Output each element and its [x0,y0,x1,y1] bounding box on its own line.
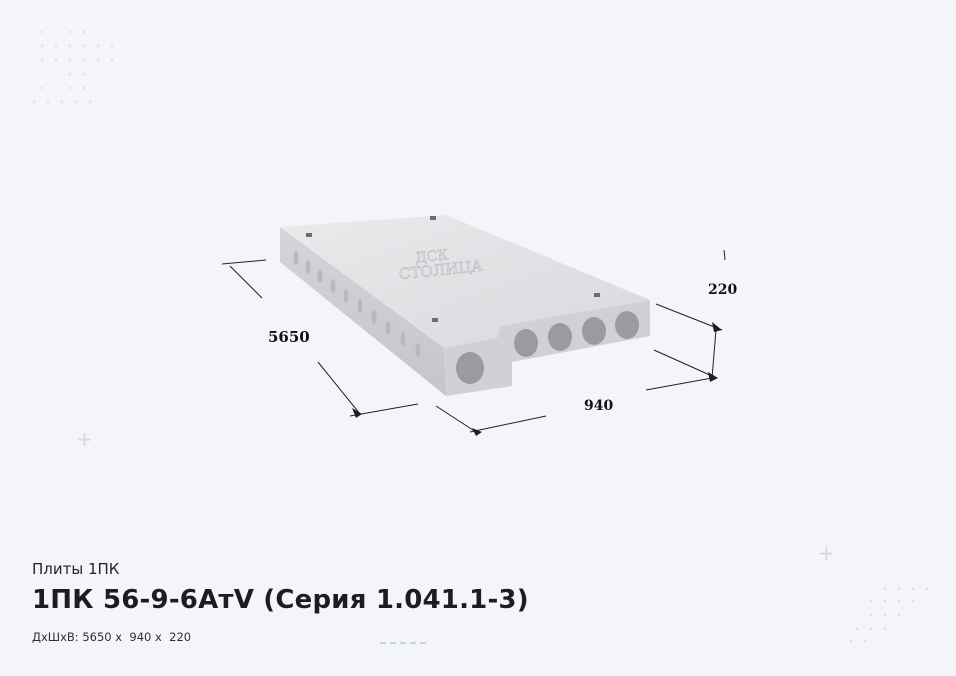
dimension-separator: x [155,630,162,644]
dimension-separator: x [115,630,123,644]
plus-icon: + [818,541,835,565]
product-title[interactable]: 1ПК 56-9-6АтV (Серия 1.041.1-3) [32,585,529,615]
width-dimension-label: 940 [584,398,613,414]
side-slots [293,251,421,357]
product-dimensions: ДхШхВ: 5650 x 940 x 220 [32,630,191,644]
dot-grid-decoration [849,587,929,643]
length-dimension-label: 5650 [268,328,310,346]
slab-side-face [280,227,446,396]
width-value: 940 [129,630,152,644]
svg-text:ДСК: ДСК [415,247,450,266]
dimension-ticks [352,322,722,436]
product-image: СТОЛИЦА ДСК 5650 940 220 [221,215,737,436]
dot-grid-decoration [32,30,114,104]
plus-icon: + [76,427,93,451]
height-value: 220 [169,630,192,644]
lifting-loops [306,216,600,322]
height-dimension-label: 220 [708,282,737,298]
product-category: Плиты 1ПК [32,560,120,578]
length-value: 5650 [82,630,112,644]
slab-cores [456,311,639,384]
dimensions-label: ДхШхВ: [32,630,79,644]
slab-top-surface [280,215,650,348]
divider [380,642,426,644]
